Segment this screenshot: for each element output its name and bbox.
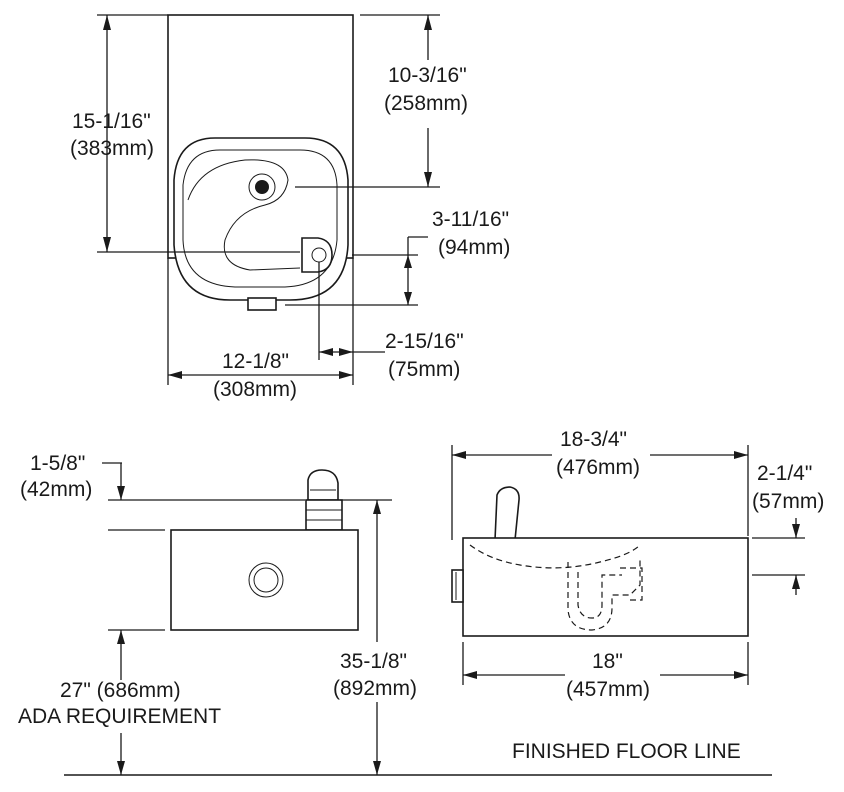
dim-bowl-height-mm: (57mm) (752, 490, 824, 513)
hidden-valve (620, 567, 643, 601)
floor-label: FINISHED FLOOR LINE (512, 740, 741, 763)
dim-depth-body-mm: (457mm) (566, 678, 650, 701)
dim-to-bubbler-mm: (258mm) (384, 92, 468, 115)
top-view: 15-1/16" (383mm) 10-3/16" (258mm) 3-11/1… (70, 14, 510, 401)
dim-side-offset-mm: (75mm) (388, 358, 460, 381)
dim-bowl-height: 2-1/4" (757, 462, 812, 485)
front-button-outer (248, 562, 284, 598)
dim-side-offset: 2-15/16" (385, 330, 464, 353)
side-button (451, 569, 464, 603)
hidden-bowl (469, 544, 641, 569)
front-bubbler (307, 469, 339, 501)
dim-bubbler-offset-mm: (94mm) (438, 236, 510, 259)
bottom-outlet (247, 297, 277, 311)
dim-bubbler-height: 1-5/8" (30, 452, 85, 475)
drain-outer (248, 173, 276, 201)
bowl-basin (187, 159, 301, 271)
dim-depth-body: 18" (592, 650, 623, 673)
dim-height-total: 15-1/16" (72, 110, 151, 133)
side-view: 18-3/4" (476mm) 2-1/4" (57mm) 18" (457mm… (451, 428, 824, 701)
front-body (170, 529, 359, 631)
ada-label: ADA REQUIREMENT (18, 705, 221, 728)
front-bubbler-base (305, 499, 343, 531)
dim-bubbler-offset: 3-11/16" (432, 208, 509, 231)
dim-rim-height: 35-1/8" (340, 650, 407, 673)
front-button-inner (253, 567, 279, 593)
front-view: 1-5/8" (42mm) 27" (686mm) ADA REQUIREMEN… (18, 452, 417, 775)
dim-height-total-mm: (383mm) (70, 137, 154, 160)
dim-to-bubbler: 10-3/16" (388, 64, 467, 87)
side-bubbler (494, 486, 520, 541)
dim-width-mm: (308mm) (213, 378, 297, 401)
side-body (462, 537, 749, 637)
dim-width: 12-1/8" (222, 350, 289, 373)
hidden-trap-inner (577, 572, 622, 619)
dim-depth-total-mm: (476mm) (556, 456, 640, 479)
dim-ada-height: 27" (686mm) (60, 679, 181, 702)
dim-rim-height-mm: (892mm) (333, 677, 417, 700)
bowl-outline (173, 137, 349, 301)
drain-inner (255, 180, 269, 194)
dim-depth-total: 18-3/4" (560, 428, 627, 451)
bubbler-head (301, 237, 333, 273)
hidden-trap (567, 560, 641, 631)
dim-bubbler-height-mm: (42mm) (20, 478, 92, 501)
bowl-inner (182, 149, 338, 288)
